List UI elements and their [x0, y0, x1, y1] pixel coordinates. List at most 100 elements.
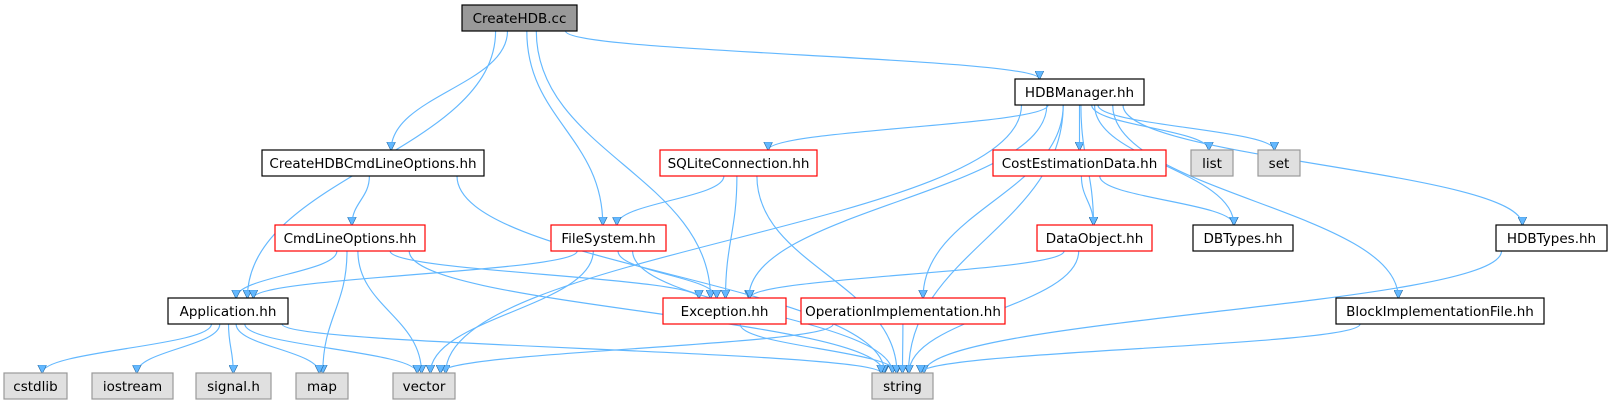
node-iostream-box — [91, 372, 174, 400]
edge-exception-to-string — [739, 323, 896, 373]
edge-createhdbcmdline-to-string — [456, 175, 885, 373]
edge-costestimation-to-dbtypes — [1099, 175, 1234, 225]
edge-createhdb-to-filesystem — [526, 30, 603, 225]
edge-hdbmanager-to-hdbtypes — [1122, 104, 1522, 225]
node-dataobject[interactable]: DataObject.hh — [1036, 224, 1153, 252]
node-hdbtypes[interactable]: HDBTypes.hh — [1495, 224, 1608, 252]
node-createhdb-box — [461, 4, 578, 32]
edge-hdbmanager-to-operationimpl — [923, 104, 1064, 298]
edge-blockimpl-to-string — [921, 323, 1361, 373]
edge-cmdlineoptions-to-vector — [357, 250, 422, 373]
nodes-layer: CreateHDB.ccHDBManager.hhCreateHDBCmdLin… — [3, 4, 1608, 400]
node-filesystem-box — [550, 224, 667, 252]
node-signal[interactable]: signal.h — [195, 372, 272, 400]
edge-hdbmanager-to-vector — [446, 104, 1023, 373]
node-sqliteconnection-box — [659, 149, 818, 177]
node-hdbmanager-label: HDBManager.hh — [1025, 85, 1134, 101]
node-exception-label: Exception.hh — [681, 304, 769, 320]
edge-cmdlineoptions-to-string — [408, 250, 884, 373]
node-costestimation-box — [992, 149, 1167, 177]
node-hdbtypes-box — [1495, 224, 1608, 252]
edge-filesystem-to-exception — [617, 250, 717, 298]
node-list-label: list — [1202, 156, 1222, 172]
node-string[interactable]: string — [871, 372, 934, 400]
node-hdbmanager[interactable]: HDBManager.hh — [1014, 78, 1145, 106]
node-cmdlineoptions-box — [274, 224, 426, 252]
node-createhdb[interactable]: CreateHDB.cc — [461, 4, 578, 32]
edge-application-to-iostream — [137, 323, 221, 373]
edge-hdbmanager-to-exception — [749, 104, 1048, 298]
edge-sqliteconnection-to-exception — [726, 175, 738, 298]
edge-dataobject-to-exception — [750, 250, 1065, 298]
node-filesystem-label: FileSystem.hh — [561, 231, 655, 247]
edge-cmdlineoptions-to-exception — [389, 250, 699, 298]
edge-costestimation-to-dataobject — [1080, 175, 1093, 225]
node-createhdb-label: CreateHDB.cc — [473, 11, 567, 27]
node-cmdlineoptions-label: CmdLineOptions.hh — [284, 231, 417, 247]
edge-application-to-map — [235, 323, 319, 373]
edge-cmdlineoptions-to-application — [236, 250, 338, 298]
node-vector-box — [392, 372, 456, 400]
node-dataobject-box — [1036, 224, 1153, 252]
node-vector[interactable]: vector — [392, 372, 456, 400]
node-createhdbcmdline[interactable]: CreateHDBCmdLineOptions.hh — [261, 149, 485, 177]
node-dbtypes-label: DBTypes.hh — [1203, 231, 1282, 247]
node-vector-label: vector — [403, 379, 446, 395]
node-cstdlib[interactable]: cstdlib — [3, 372, 68, 400]
edge-application-to-vector — [244, 323, 417, 373]
node-blockimpl-box — [1335, 297, 1545, 325]
node-hdbmanager-box — [1014, 78, 1145, 106]
node-filesystem[interactable]: FileSystem.hh — [550, 224, 667, 252]
node-operationimpl-box — [800, 297, 1006, 325]
node-blockimpl[interactable]: BlockImplementationFile.hh — [1335, 297, 1545, 325]
edge-application-to-string — [281, 323, 881, 373]
node-operationimpl[interactable]: OperationImplementation.hh — [800, 297, 1006, 325]
edge-createhdb-to-hdbmanager — [564, 30, 1040, 79]
node-list[interactable]: list — [1190, 149, 1234, 177]
edge-filesystem-to-vector — [430, 250, 594, 373]
node-set-box — [1257, 149, 1301, 177]
edge-sqliteconnection-to-filesystem — [617, 175, 725, 225]
node-map[interactable]: map — [295, 372, 349, 400]
node-sqliteconnection-label: SQLiteConnection.hh — [668, 156, 810, 172]
node-application[interactable]: Application.hh — [167, 297, 289, 325]
node-sqliteconnection[interactable]: SQLiteConnection.hh — [659, 149, 818, 177]
edge-hdbtypes-to-string — [924, 250, 1503, 373]
node-createhdbcmdline-box — [261, 149, 485, 177]
node-cstdlib-box — [3, 372, 68, 400]
node-signal-label: signal.h — [207, 379, 260, 395]
node-application-box — [167, 297, 289, 325]
node-createhdbcmdline-label: CreateHDBCmdLineOptions.hh — [269, 156, 476, 172]
edge-hdbmanager-to-string — [909, 104, 1064, 373]
node-cmdlineoptions[interactable]: CmdLineOptions.hh — [274, 224, 426, 252]
node-exception[interactable]: Exception.hh — [662, 297, 787, 325]
edge-operationimpl-to-vector — [441, 323, 834, 373]
node-iostream-label: iostream — [103, 379, 162, 395]
edge-cmdlineoptions-to-map — [323, 250, 348, 373]
node-hdbtypes-label: HDBTypes.hh — [1507, 231, 1596, 247]
edges-layer — [42, 30, 1522, 373]
node-set[interactable]: set — [1257, 149, 1301, 177]
edge-application-to-signal — [227, 323, 234, 373]
node-operationimpl-label: OperationImplementation.hh — [805, 304, 1001, 320]
edge-hdbmanager-to-sqliteconnection — [768, 104, 1049, 150]
edge-application-to-cstdlib — [42, 323, 213, 373]
node-dataobject-label: DataObject.hh — [1046, 231, 1144, 247]
node-cstdlib-label: cstdlib — [13, 379, 57, 395]
node-application-label: Application.hh — [180, 304, 277, 320]
node-blockimpl-label: BlockImplementationFile.hh — [1346, 304, 1534, 320]
node-signal-box — [195, 372, 272, 400]
node-list-box — [1190, 149, 1234, 177]
edge-filesystem-to-application — [253, 250, 578, 298]
node-iostream[interactable]: iostream — [91, 372, 174, 400]
node-string-box — [871, 372, 934, 400]
node-dbtypes[interactable]: DBTypes.hh — [1192, 224, 1294, 252]
node-map-box — [295, 372, 349, 400]
node-dbtypes-box — [1192, 224, 1294, 252]
edge-sqliteconnection-to-string — [756, 175, 897, 373]
node-string-label: string — [883, 379, 922, 395]
node-set-label: set — [1269, 156, 1290, 172]
node-costestimation[interactable]: CostEstimationData.hh — [992, 149, 1167, 177]
edge-createhdb-to-exception — [535, 30, 710, 298]
